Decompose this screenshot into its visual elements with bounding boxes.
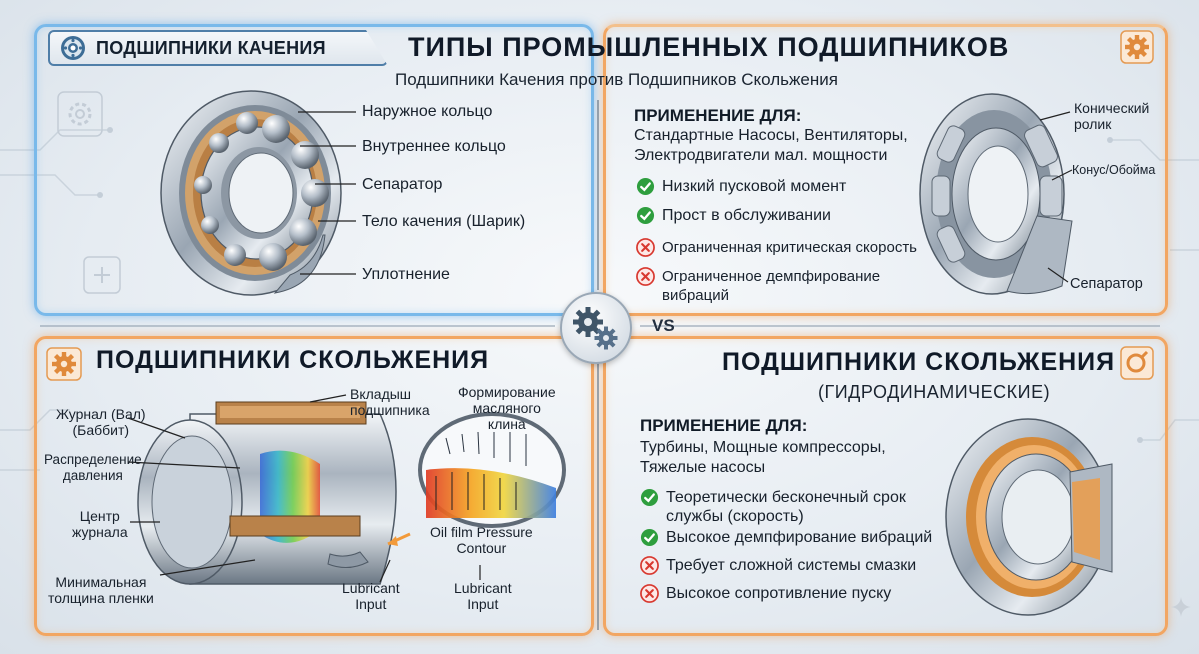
feature-text: Прост в обслуживании	[662, 207, 831, 224]
feature-text: Высокое сопротивление пуску	[666, 585, 892, 602]
label-pressure-distribution: Распределение давления	[44, 452, 142, 483]
label-lubricant-input-2: Lubricant Input	[454, 580, 512, 612]
check-icon	[640, 488, 659, 507]
gear-icon	[1120, 30, 1154, 64]
rolling-application-line2: Электродвигатели мал. мощности	[634, 147, 888, 164]
page-title: ТИПЫ ПРОМЫШЛЕННЫХ ПОДШИПНИКОВ	[408, 32, 1010, 62]
sliding-tab-label: ПОДШИПНИКИ СКОЛЬЖЕНИЯ	[96, 346, 490, 374]
rolling-feature-2: Прост в обслуживании	[636, 206, 831, 225]
label-lubricant-input-1: Lubricant Input	[342, 580, 400, 612]
sliding-gear-badge	[46, 347, 82, 381]
feature-text: Ограниченное демпфирование вибраций	[662, 268, 881, 304]
ball-bearing-illustration	[160, 90, 342, 296]
rolling-application-panel	[603, 24, 1168, 316]
label-inner-ring: Внутреннее кольцо	[362, 138, 506, 155]
faint-gear-icon	[57, 91, 103, 137]
rolling-feature-4: Ограниченное демпфирование вибраций	[636, 267, 916, 305]
rolling-feature-1: Низкий пусковой момент	[636, 177, 846, 196]
rolling-bearing-panel	[34, 24, 594, 316]
page-subtitle: Подшипники Качения против Подшипников Ск…	[395, 70, 838, 89]
label-cone: Конус/Обойма	[1072, 163, 1156, 177]
bearing-icon	[58, 33, 88, 63]
label-seal: Уплотнение	[362, 266, 450, 283]
rolling-application-line1: Стандартные Насосы, Вентиляторы,	[634, 127, 908, 144]
cross-icon	[640, 584, 659, 603]
vs-emblem	[560, 292, 632, 364]
feature-text: Низкий пусковой момент	[662, 178, 847, 195]
gear-search-icon	[1120, 346, 1154, 380]
cross-icon	[640, 556, 659, 575]
label-taper-cage: Сепаратор	[1070, 276, 1143, 292]
sliding-subtitle: (ГИДРОДИНАМИЧЕСКИЕ)	[818, 382, 1051, 402]
sliding-application-line2: Тяжелые насосы	[640, 459, 766, 476]
cross-icon	[636, 238, 655, 257]
sliding-application-heading: ПРИМЕНЕНИЕ ДЛЯ:	[640, 416, 808, 435]
tapered-bearing-illustration	[919, 93, 1073, 295]
label-tapered-roller: Конический ролик	[1074, 100, 1150, 132]
sliding-feature-1: Теоретически бесконечный срок службы (ск…	[640, 488, 920, 526]
sliding-title: ПОДШИПНИКИ СКОЛЬЖЕНИЯ	[722, 348, 1116, 376]
sliding-feature-2: Высокое демпфирование вибраций	[640, 528, 932, 547]
rolling-feature-3: Ограниченная критическая скорость	[636, 238, 917, 257]
gear-icon	[46, 347, 82, 381]
label-min-film: Минимальная толщина пленки	[48, 574, 154, 606]
rolling-tab-label: ПОДШИПНИКИ КАЧЕНИЯ	[96, 37, 326, 58]
feature-text: Требует сложной системы смазки	[666, 557, 917, 574]
sliding-application-panel	[603, 336, 1168, 636]
feature-text: Ограниченная критическая скорость	[662, 239, 917, 256]
check-icon	[640, 528, 659, 547]
oil-wedge-magnifier	[418, 412, 566, 528]
label-journal-center: Центр журнала	[72, 508, 128, 540]
sliding-application-line1: Турбины, Мощные компрессоры,	[640, 439, 886, 456]
gears-icon	[573, 307, 618, 350]
sliding-feature-4: Высокое сопротивление пуску	[640, 584, 891, 603]
label-rolling-element: Тело качения (Шарик)	[362, 213, 526, 230]
journal-bearing-illustration	[137, 401, 411, 585]
sliding-bearing-panel	[34, 336, 594, 636]
rolling-application-heading: ПРИМЕНЕНИЕ ДЛЯ:	[634, 106, 802, 125]
rolling-tab: ПОДШИПНИКИ КАЧЕНИЯ	[48, 30, 388, 66]
label-pressure-contour: Oil film Pressure Contour	[430, 524, 533, 556]
label-cage: Сепаратор	[362, 176, 443, 193]
label-journal: Журнал (Вал) (Баббит)	[56, 406, 146, 438]
sparkle-icon	[1171, 597, 1191, 617]
label-outer-ring: Наружное кольцо	[362, 103, 493, 120]
sleeve-bearing-ring-illustration	[945, 418, 1113, 616]
label-oil-wedge: Формирование масляного клина	[458, 384, 556, 432]
sliding-feature-3: Требует сложной системы смазки	[640, 556, 916, 575]
feature-text: Теоретически бесконечный срок службы (ск…	[666, 489, 906, 525]
faint-circuit-icon	[83, 256, 121, 294]
check-icon	[636, 206, 655, 225]
cross-icon	[636, 267, 655, 286]
vs-label: VS	[652, 316, 675, 335]
check-icon	[636, 177, 655, 196]
feature-text: Высокое демпфирование вибраций	[666, 529, 933, 546]
label-liner: Вкладыш подшипника	[350, 386, 430, 418]
